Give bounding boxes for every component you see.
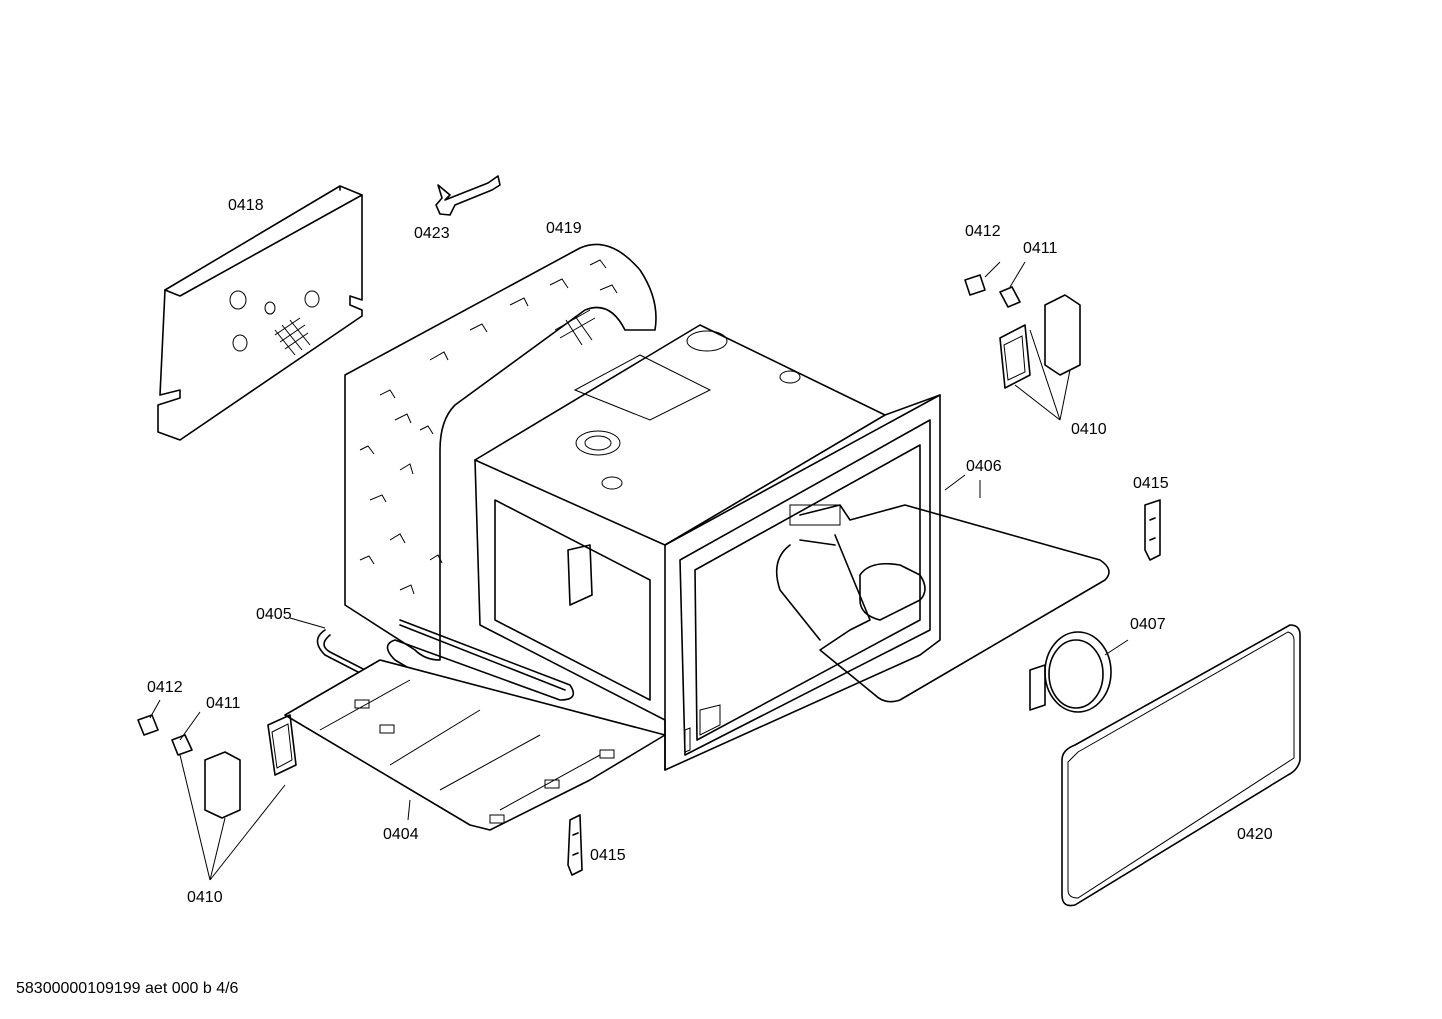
label-0412-left: 0412	[147, 679, 183, 696]
label-0406: 0406	[966, 458, 1002, 475]
part-0415-clip-right[interactable]	[1144, 499, 1161, 561]
label-0405: 0405	[256, 606, 292, 623]
label-0404: 0404	[383, 826, 419, 843]
label-0415-bottom: 0415	[590, 847, 626, 864]
oven-muffle-body	[474, 324, 941, 771]
label-0407: 0407	[1130, 616, 1166, 633]
label-0410-top: 0410	[1071, 421, 1107, 438]
label-0419: 0419	[546, 220, 582, 237]
part-0418-insulation-panel[interactable]	[157, 185, 363, 441]
part-0406-grill-element[interactable]	[775, 504, 1110, 703]
lamp-assembly-top[interactable]	[964, 261, 1081, 421]
label-0412-top: 0412	[965, 223, 1001, 240]
drawing-number: 58300000109199 aet 000 b 4/6	[16, 980, 239, 997]
label-0411-left: 0411	[206, 695, 241, 712]
label-0418: 0418	[228, 197, 264, 214]
part-0404-bottom-tray[interactable]	[284, 659, 666, 831]
label-0411-top: 0411	[1023, 240, 1058, 257]
leader-lines	[289, 474, 1129, 821]
label-0415-right: 0415	[1133, 475, 1169, 492]
part-0419-insulation-wrap[interactable]	[344, 243, 657, 661]
part-0423-bracket[interactable]	[435, 175, 501, 216]
part-0405-lower-heating-element[interactable]	[316, 619, 575, 742]
part-0415-clip-bottom[interactable]	[567, 814, 583, 876]
label-0410-bottom: 0410	[187, 889, 223, 906]
label-0420: 0420	[1237, 826, 1273, 843]
label-0423: 0423	[414, 225, 450, 242]
part-0420-door-seal[interactable]	[1061, 624, 1301, 907]
part-0407-circular-element[interactable]	[1029, 631, 1112, 713]
lamp-assembly-bottom[interactable]	[137, 699, 297, 881]
